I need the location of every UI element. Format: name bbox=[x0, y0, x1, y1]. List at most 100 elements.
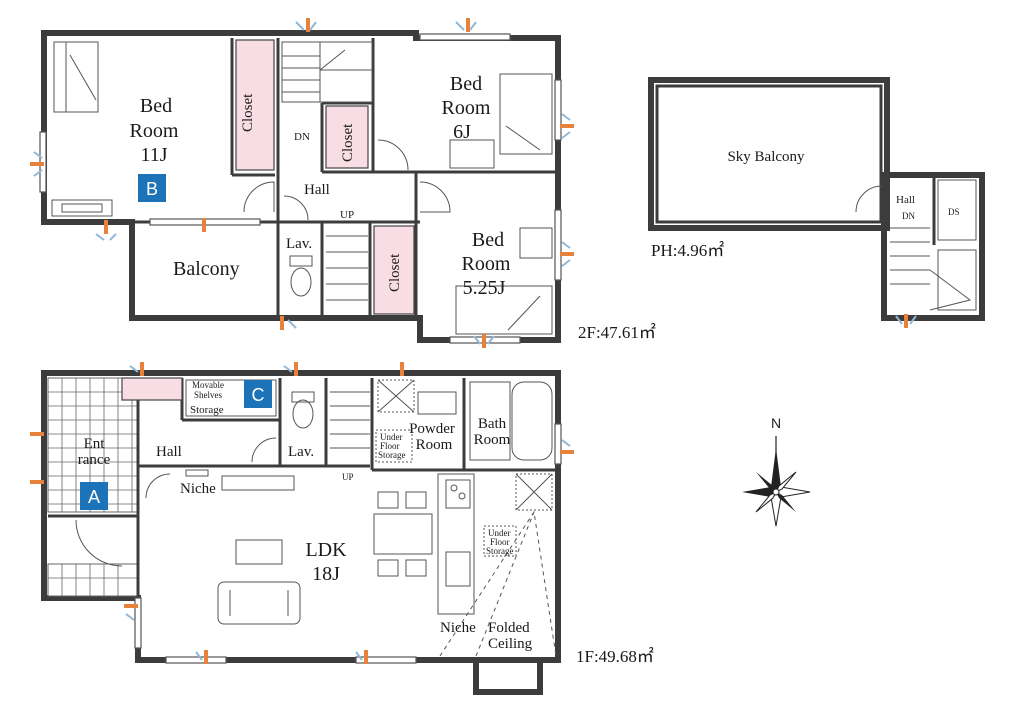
vent-icon bbox=[295, 18, 317, 32]
stairs bbox=[281, 41, 373, 103]
room-label: Ent bbox=[84, 436, 106, 452]
room-label: Powder bbox=[409, 421, 455, 437]
vent-icon bbox=[473, 334, 495, 348]
room-label: rance bbox=[78, 452, 111, 468]
floor-area: 2F:47.61㎡ bbox=[578, 323, 656, 342]
shelf bbox=[121, 377, 183, 401]
window bbox=[165, 656, 227, 664]
room-label: Room bbox=[462, 253, 511, 275]
compass-north-label: N bbox=[771, 415, 781, 431]
bed-furniture bbox=[449, 73, 553, 169]
closet-2 bbox=[325, 105, 369, 169]
badge-label: C bbox=[252, 385, 265, 405]
room-label: Hall bbox=[896, 194, 915, 206]
sofa bbox=[217, 539, 301, 625]
room-label: Sky Balcony bbox=[727, 149, 805, 165]
dining-table bbox=[373, 491, 433, 577]
stairs bbox=[890, 227, 977, 311]
window bbox=[554, 423, 562, 465]
floor-area: 1F:49.68㎡ bbox=[576, 647, 654, 666]
badge-label: B bbox=[146, 179, 158, 199]
vent-icon bbox=[30, 432, 44, 436]
kitchen-counter bbox=[437, 473, 475, 615]
toilet bbox=[291, 391, 315, 429]
folded-ceiling-lines bbox=[439, 510, 557, 657]
floor-area: PH:4.96㎡ bbox=[651, 241, 724, 260]
bed-furniture bbox=[455, 227, 553, 335]
vent-icon bbox=[30, 480, 44, 484]
room-label: DS bbox=[948, 207, 960, 217]
toilet bbox=[289, 255, 313, 297]
door-swing bbox=[283, 195, 309, 221]
room-label: Balcony bbox=[173, 258, 240, 280]
vent-icon bbox=[560, 439, 574, 454]
tv-board bbox=[221, 475, 295, 491]
badge-label: A bbox=[88, 487, 100, 507]
stair-direction: DN bbox=[294, 131, 310, 143]
bathtub bbox=[511, 381, 553, 461]
storage-box bbox=[185, 379, 277, 417]
closet-3 bbox=[373, 225, 415, 315]
door-swing bbox=[251, 437, 277, 463]
under-floor-storage bbox=[515, 473, 553, 511]
room-label: Floor bbox=[380, 441, 400, 451]
room-label: Niche bbox=[440, 620, 476, 636]
room-label: Lav. bbox=[288, 444, 314, 460]
room-label: Room bbox=[442, 97, 491, 119]
penthouse-wall bbox=[881, 172, 985, 321]
washbasin bbox=[417, 391, 457, 415]
room-label: Bed bbox=[472, 229, 504, 251]
stair-direction: UP bbox=[342, 472, 354, 482]
window bbox=[355, 656, 417, 664]
vent-icon bbox=[895, 314, 917, 328]
stairs bbox=[330, 391, 370, 449]
stove bbox=[445, 479, 471, 509]
bath-area bbox=[469, 381, 511, 461]
room-label: Lav. bbox=[286, 236, 312, 252]
vent-markers bbox=[30, 18, 917, 664]
vent-icon bbox=[95, 220, 117, 241]
door-swing bbox=[855, 185, 883, 213]
room-label: Room bbox=[130, 120, 179, 142]
room-size: 11J bbox=[140, 144, 167, 166]
room-size: 5.25J bbox=[463, 277, 506, 299]
room-label: Bed bbox=[450, 73, 482, 95]
under-floor-storage bbox=[375, 429, 413, 463]
penthouse: Sky Balcony Hall DN DS PH:4.96㎡ bbox=[648, 77, 985, 321]
room-label: Hall bbox=[304, 182, 330, 198]
under-floor-storage bbox=[377, 379, 415, 413]
under-floor-storage-cross bbox=[377, 379, 415, 413]
room-badge-a bbox=[80, 482, 108, 510]
room-size: 6J bbox=[453, 121, 471, 143]
room-size: 18J bbox=[312, 563, 340, 585]
vent-icon bbox=[455, 18, 477, 32]
sky-balcony-wall bbox=[648, 77, 890, 231]
room-label: Bed bbox=[140, 95, 172, 117]
stair-direction: UP bbox=[340, 209, 354, 221]
under-floor-storage bbox=[483, 525, 517, 557]
room-label: Folded bbox=[488, 620, 530, 636]
room-label: Under bbox=[488, 528, 511, 538]
room-label: LDK bbox=[305, 539, 347, 561]
room-label: Room bbox=[474, 432, 511, 448]
room-label: Storage bbox=[190, 404, 224, 416]
floor2-outer-wall bbox=[41, 30, 561, 343]
floor-2: B Bed Room 11J Bed Room 6J Bed Room 5.25… bbox=[39, 30, 656, 344]
bed-furniture bbox=[51, 41, 113, 217]
sky-balcony-inner bbox=[655, 84, 883, 224]
door-swing bbox=[75, 519, 123, 567]
floor1-outer-wall bbox=[41, 370, 561, 695]
niche-box bbox=[185, 469, 209, 477]
closet-label: Closet bbox=[387, 253, 403, 292]
room-badge-b bbox=[138, 174, 166, 202]
stair-direction: DN bbox=[902, 211, 915, 221]
sink bbox=[445, 551, 471, 587]
window bbox=[419, 33, 511, 41]
vent-icon bbox=[355, 650, 368, 664]
vent-icon bbox=[30, 151, 44, 177]
room-label: Room bbox=[416, 437, 453, 453]
closet-label: Closet bbox=[340, 123, 356, 162]
room-label: Ceiling bbox=[488, 636, 533, 652]
closet-label: Closet bbox=[240, 93, 256, 132]
